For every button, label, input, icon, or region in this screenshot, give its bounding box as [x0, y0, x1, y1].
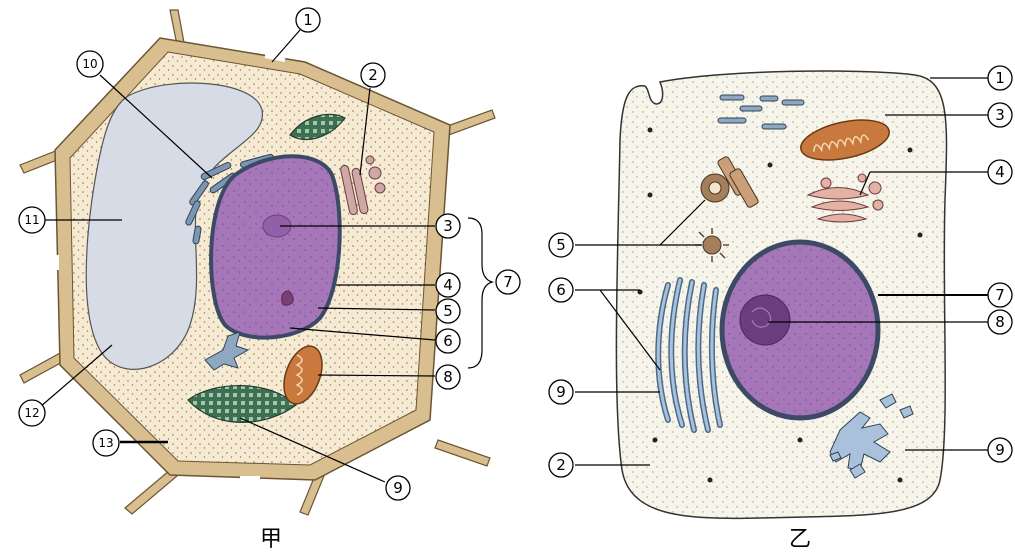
- plant-label-5: 5: [436, 299, 460, 323]
- plant-cell: 甲: [20, 10, 495, 552]
- plant-label-7: 7: [496, 270, 520, 294]
- animal-cell-caption: 乙: [789, 527, 811, 552]
- animal-label-3: 3: [988, 103, 1012, 127]
- plant-cell-caption: 甲: [260, 527, 282, 552]
- nuclear-envelope: [211, 156, 340, 337]
- svg-text:13: 13: [98, 436, 113, 450]
- svg-text:3: 3: [995, 106, 1005, 124]
- animal-label-6: 6: [549, 278, 573, 302]
- svg-text:2: 2: [368, 66, 378, 84]
- svg-text:4: 4: [995, 163, 1005, 181]
- svg-text:2: 2: [556, 456, 566, 474]
- svg-text:12: 12: [24, 406, 39, 420]
- svg-text:8: 8: [443, 368, 453, 386]
- svg-text:1: 1: [995, 69, 1005, 87]
- svg-text:9: 9: [393, 479, 403, 497]
- animal-cell: 乙: [616, 71, 946, 552]
- svg-text:3: 3: [443, 217, 453, 235]
- svg-text:10: 10: [82, 57, 97, 71]
- animal-label-4: 4: [988, 160, 1012, 184]
- animal-label-9-right: 9: [988, 438, 1012, 462]
- svg-text:8: 8: [995, 313, 1005, 331]
- plant-label-12: 12: [19, 400, 45, 426]
- plant-label-3: 3: [436, 214, 460, 238]
- svg-text:6: 6: [443, 332, 453, 350]
- plant-label-2: 2: [361, 63, 385, 87]
- plant-nucleus: [211, 156, 340, 337]
- plant-label-8: 8: [436, 365, 460, 389]
- plant-label-13: 13: [93, 430, 119, 456]
- animal-label-2: 2: [549, 453, 573, 477]
- svg-text:7: 7: [503, 273, 513, 291]
- svg-text:7: 7: [995, 286, 1005, 304]
- svg-text:1: 1: [303, 11, 313, 29]
- animal-label-5: 5: [549, 233, 573, 257]
- plant-label-1: 1: [296, 8, 320, 32]
- animal-label-9-left: 9: [549, 380, 573, 404]
- animal-nucleolus: [740, 295, 790, 345]
- svg-text:5: 5: [556, 236, 566, 254]
- svg-text:11: 11: [24, 213, 39, 227]
- animal-label-8: 8: [988, 310, 1012, 334]
- plant-label-11: 11: [19, 207, 45, 233]
- svg-text:9: 9: [995, 441, 1005, 459]
- animal-label-1: 1: [988, 66, 1012, 90]
- animal-label-7: 7: [988, 283, 1012, 307]
- plant-label-4: 4: [436, 273, 460, 297]
- plant-label-6: 6: [436, 329, 460, 353]
- svg-text:9: 9: [556, 383, 566, 401]
- animal-nucleus: [722, 242, 878, 418]
- plant-label-9: 9: [386, 476, 410, 500]
- svg-text:4: 4: [443, 276, 453, 294]
- plant-label-10: 10: [77, 51, 103, 77]
- svg-text:5: 5: [443, 302, 453, 320]
- svg-text:6: 6: [556, 281, 566, 299]
